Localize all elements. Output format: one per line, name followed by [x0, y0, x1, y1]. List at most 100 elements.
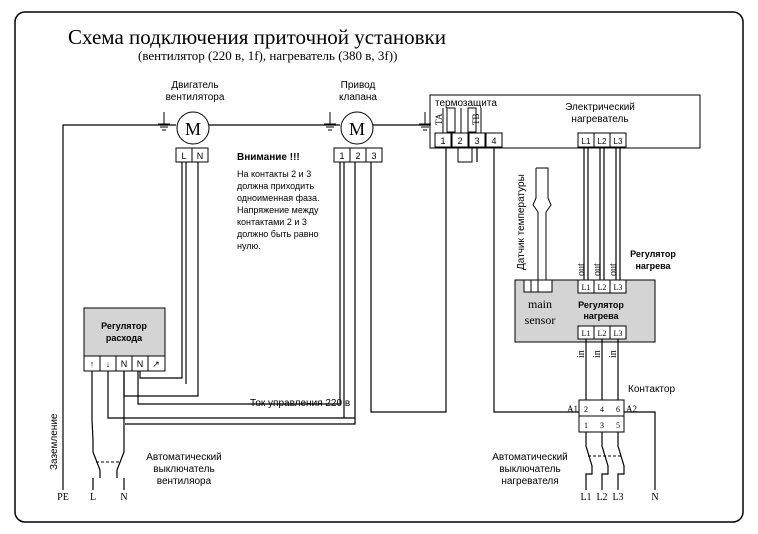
- heater-breaker-icon: [585, 432, 625, 490]
- in-label-3: in: [608, 350, 619, 358]
- fan-breaker-label-3: вентиляора: [157, 476, 212, 487]
- heater-terminal-4-label: 4: [491, 136, 496, 146]
- heater-jumper: [457, 147, 473, 163]
- fan-breaker-icon: [92, 440, 125, 490]
- warning-line-6: должно быть равно: [237, 229, 319, 239]
- out-label-2: out: [592, 263, 603, 276]
- valve-2-wire: [125, 162, 356, 425]
- contactor-top-2: 2: [584, 405, 588, 414]
- out-terminal-l2-label: L2: [598, 283, 607, 292]
- flow-terminal-5-label: ↗: [152, 359, 160, 369]
- heat-regulator-label-2: нагрева: [583, 311, 619, 321]
- valve-label-2: клапана: [339, 92, 377, 103]
- heater-ground-icon: [419, 112, 431, 131]
- main-sensor-label-1: main: [528, 297, 552, 311]
- flow-regulator-box: [83, 307, 166, 357]
- heat-regulator-side-label-2: нагрева: [635, 261, 671, 271]
- out-label-3: out: [608, 263, 619, 276]
- fan-terminal-l-label: L: [181, 151, 186, 161]
- valve-terminal-3-label: 3: [371, 151, 376, 161]
- valve-3-wire: [370, 147, 447, 413]
- valve-1-wire: [137, 162, 341, 405]
- heater-label-2: нагреватель: [571, 114, 628, 125]
- warning-line-5: контактами 2 и 3: [237, 217, 307, 227]
- in-terminal-l3-label: L3: [614, 329, 623, 338]
- heater-t4-wire: [493, 147, 579, 413]
- flow-terminal-1-label: ↑: [90, 359, 95, 369]
- heater-phase-l3-label: L3: [614, 137, 623, 146]
- heat-regulator-side-label-1: Регулятор: [630, 249, 676, 259]
- bottom-l2-label: L2: [596, 492, 607, 503]
- heater-terminal-1: [434, 132, 452, 148]
- main-sensor-label-2: sensor: [525, 313, 556, 327]
- warning-line-7: нулю.: [237, 241, 261, 251]
- contactor-a1: A1: [567, 404, 578, 414]
- out-terminal-l3: [609, 279, 627, 294]
- bottom-n2-label: N: [651, 492, 658, 503]
- warning-line-3: одноименная фаза.: [237, 193, 320, 203]
- bottom-n-label: N: [120, 492, 127, 503]
- heater-terminal-2-label: 2: [457, 136, 462, 146]
- heater-phase-l2-label: L2: [598, 137, 607, 146]
- bottom-pe-label: PE: [57, 492, 69, 503]
- contactor-bottom-5: 5: [616, 421, 620, 430]
- warning-line-1: На контакты 2 и 3: [237, 169, 311, 179]
- in-terminal-l2-label: L2: [598, 329, 607, 338]
- control-current-label: Ток управления 220 в: [250, 398, 350, 409]
- contactor-bottom-3: 3: [600, 421, 604, 430]
- out-terminal-l1-label: L1: [582, 283, 591, 292]
- heater-breaker-label-1: Автоматический: [492, 452, 568, 463]
- outer-frame: [14, 11, 744, 523]
- fan-breaker-label-1: Автоматический: [146, 452, 222, 463]
- heater-terminal-3-label: 3: [474, 136, 479, 146]
- heater-phase-l3: [609, 132, 627, 148]
- bottom-l-label: L: [90, 492, 96, 503]
- warning-line-4: Напряжение между: [237, 205, 319, 215]
- valve-ground-icon: [324, 112, 336, 131]
- valve-motor-icon: [340, 111, 374, 145]
- tk-b-label: ТВ: [471, 113, 481, 125]
- flow-regulator-label-2: расхода: [106, 333, 143, 343]
- contactor-top-4: 4: [600, 405, 604, 414]
- grounding-label: Заземление: [49, 413, 60, 470]
- valve-label-1: Привод: [341, 80, 376, 91]
- valve-terminal-2-label: 2: [355, 151, 360, 161]
- heater-terminal-2: [451, 132, 469, 148]
- out-label-1: out: [576, 263, 587, 276]
- in-label-1: in: [576, 350, 587, 358]
- contactor-label: Контактор: [628, 384, 675, 395]
- valve-terminal-1-label: 1: [339, 151, 344, 161]
- valve-terminal-3: [365, 147, 383, 163]
- out-terminal-l3-label: L3: [614, 283, 623, 292]
- fan-ground-icon: [158, 112, 170, 131]
- heater-breaker-label-3: нагревателя: [501, 476, 558, 487]
- heater-breaker-label-2: выключатель: [499, 464, 560, 475]
- heater-phase-l1-label: L1: [582, 137, 591, 146]
- contactor-top-6: 6: [616, 405, 620, 414]
- diagram-subtitle: (вентилятор (220 в, 1f), нагреватель (38…: [138, 48, 397, 63]
- in-terminal-l1-label: L1: [582, 329, 591, 338]
- flow-t1-wire: [91, 371, 94, 441]
- heater-label-1: Электрический: [565, 102, 635, 113]
- thermo-label: термозащита: [435, 98, 497, 109]
- flow-terminal-4-label: N: [137, 359, 144, 369]
- fan-terminal-n-label: N: [197, 151, 204, 161]
- contactor-bottom-1: 1: [584, 421, 588, 430]
- fan-breaker-label-2: выключатель: [153, 464, 214, 475]
- fan-l-wire: [139, 162, 183, 379]
- contactor-a2-wire: [624, 411, 656, 490]
- warning-heading: Внимание !!!: [237, 152, 300, 163]
- temp-sensor-probe-icon: [532, 167, 552, 280]
- fan-terminal-n: [191, 147, 209, 163]
- bottom-l3-label: L3: [612, 492, 623, 503]
- diagram-title: Схема подключения приточной установки: [68, 25, 446, 49]
- temp-sensor-label: Датчик температуры: [516, 174, 527, 270]
- warning-line-2: должна приходить: [237, 181, 314, 191]
- fan-motor-label-2: вентилятора: [166, 92, 225, 103]
- bottom-l1-label: L1: [580, 492, 591, 503]
- tk-a-label: ТА: [434, 113, 444, 125]
- fan-motor-icon: [176, 111, 210, 145]
- in-label-2: in: [592, 350, 603, 358]
